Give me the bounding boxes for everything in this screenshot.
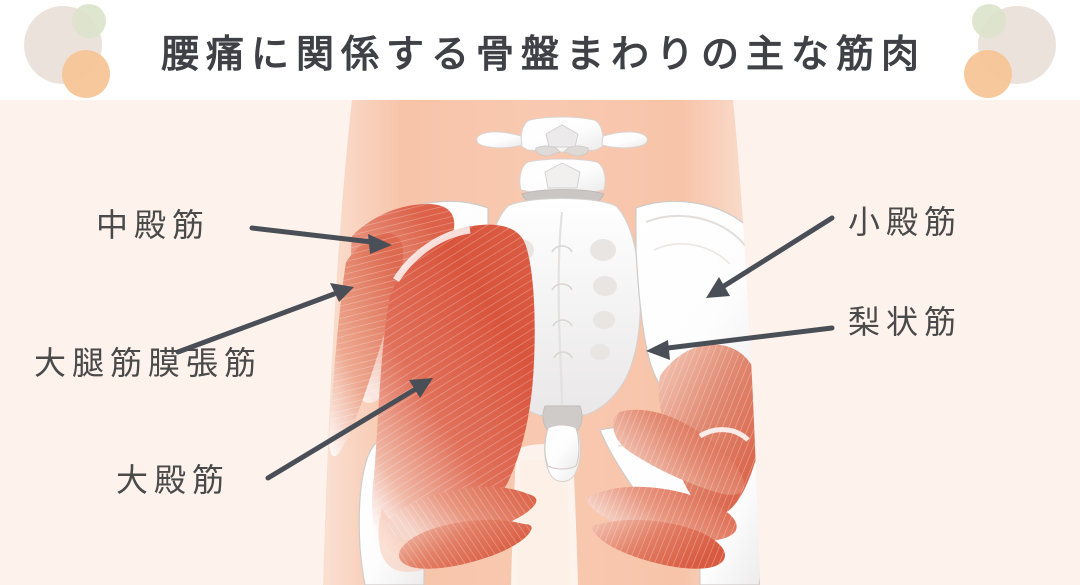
green-circle-right-icon <box>972 4 1006 38</box>
arrow-gluteus-medius <box>249 225 392 254</box>
page-title: 腰痛に関係する骨盤まわりの主な筋肉 <box>160 33 926 76</box>
arrow-piriformis <box>646 325 835 360</box>
deep-rotator-muscles <box>387 486 737 569</box>
anatomy-diagram: 中殿筋 大腿筋膜張筋 大殿筋 小殿筋 梨状筋 <box>0 100 1080 585</box>
orange-circle-right-icon <box>964 50 1012 98</box>
lumbar-vertebra-upper <box>476 116 648 157</box>
arrow-gluteus-minimus <box>706 215 835 298</box>
orange-circle-left-icon <box>62 50 110 98</box>
label-gluteus-maximus: 大殿筋 <box>116 462 231 498</box>
pubic-symphysis-bone <box>544 424 580 470</box>
trochanter-highlight <box>698 427 750 442</box>
arrow-tensor-fasciae-latae <box>175 283 354 355</box>
label-gluteus-minimus: 小殿筋 <box>848 204 963 240</box>
leader-arrows <box>175 215 835 481</box>
gluteus-maximus-muscle <box>372 224 535 572</box>
piriformis-muscle <box>613 409 745 495</box>
label-piriformis: 梨状筋 <box>848 304 963 340</box>
label-tensor-fasciae-latae: 大腿筋膜張筋 <box>34 345 263 381</box>
green-circle-left-icon <box>72 4 106 38</box>
anatomy-illustration <box>175 100 835 585</box>
header-banner: 腰痛に関係する骨盤まわりの主な筋肉 <box>0 0 1080 100</box>
arrow-gluteus-maximus <box>265 378 433 481</box>
label-gluteus-medius: 中殿筋 <box>96 207 211 243</box>
